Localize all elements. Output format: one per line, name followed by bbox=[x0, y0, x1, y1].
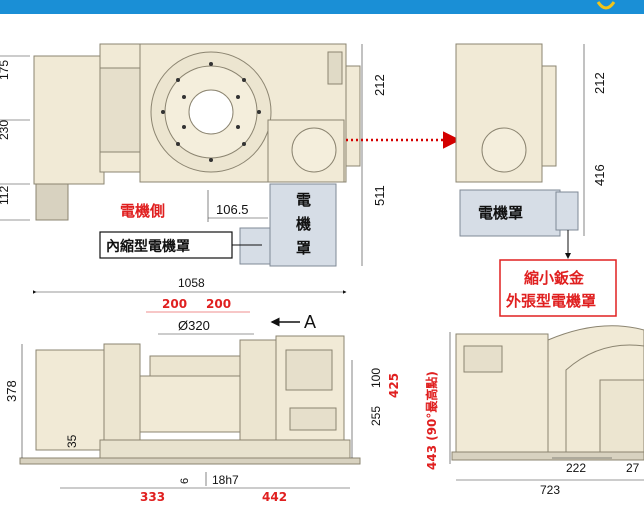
dim-175: 175 bbox=[0, 60, 11, 80]
dim-112: 112 bbox=[0, 186, 11, 205]
dim-378: 378 bbox=[4, 380, 19, 402]
label-cover-v2: 機 bbox=[296, 215, 311, 233]
dim-200b: 200 bbox=[206, 297, 231, 311]
dim-phi320: Ø320 bbox=[178, 318, 210, 333]
dim-100: 100 bbox=[369, 368, 383, 388]
label-height-note: 443 (90°最高點) bbox=[424, 371, 439, 470]
dim-top-212: 212 bbox=[372, 74, 387, 96]
dim-442: 442 bbox=[262, 490, 287, 504]
dim-right-416: 416 bbox=[592, 164, 607, 186]
dim-222: 222 bbox=[566, 461, 586, 475]
front-view bbox=[19, 335, 361, 465]
dim-right-212: 212 bbox=[592, 72, 607, 94]
dim-200a: 200 bbox=[162, 297, 187, 311]
outer-cover-view bbox=[455, 43, 579, 237]
view-arrow-a: A bbox=[304, 312, 316, 332]
dim-27: 27 bbox=[626, 461, 640, 475]
side-view bbox=[451, 325, 644, 461]
label-outer-cover-1: 縮小鈑金 bbox=[524, 269, 585, 287]
label-inner-cover: 內縮型電機罩 bbox=[106, 238, 190, 255]
dim-18h7: 18h7 bbox=[212, 473, 239, 487]
dim-35: 35 bbox=[65, 434, 79, 448]
inner-cover-box bbox=[99, 231, 233, 259]
label-cover-v3: 罩 bbox=[296, 239, 311, 257]
dim-1058: 1058 bbox=[178, 276, 205, 290]
dim-333: 333 bbox=[140, 490, 165, 504]
dim-255: 255 bbox=[369, 406, 383, 426]
label-cover-v1: 電 bbox=[296, 191, 311, 209]
dim-top-511: 511 bbox=[372, 185, 387, 206]
dim-106-5: 106.5 bbox=[216, 202, 249, 217]
dim-425: 425 bbox=[387, 373, 401, 398]
plan-view-dots bbox=[161, 62, 261, 162]
plan-view bbox=[33, 43, 361, 267]
label-motor-cover: 電機罩 bbox=[478, 204, 523, 222]
header-accent-icon bbox=[596, 1, 616, 10]
label-outer-cover-2: 外張型電機罩 bbox=[505, 292, 596, 310]
outer-cover-box bbox=[499, 259, 617, 317]
header-bar bbox=[0, 0, 644, 14]
label-motor-side: 電機側 bbox=[120, 202, 165, 220]
dim-6: 6 bbox=[179, 478, 191, 484]
dim-723: 723 bbox=[540, 483, 560, 497]
dim-230: 230 bbox=[0, 120, 11, 140]
